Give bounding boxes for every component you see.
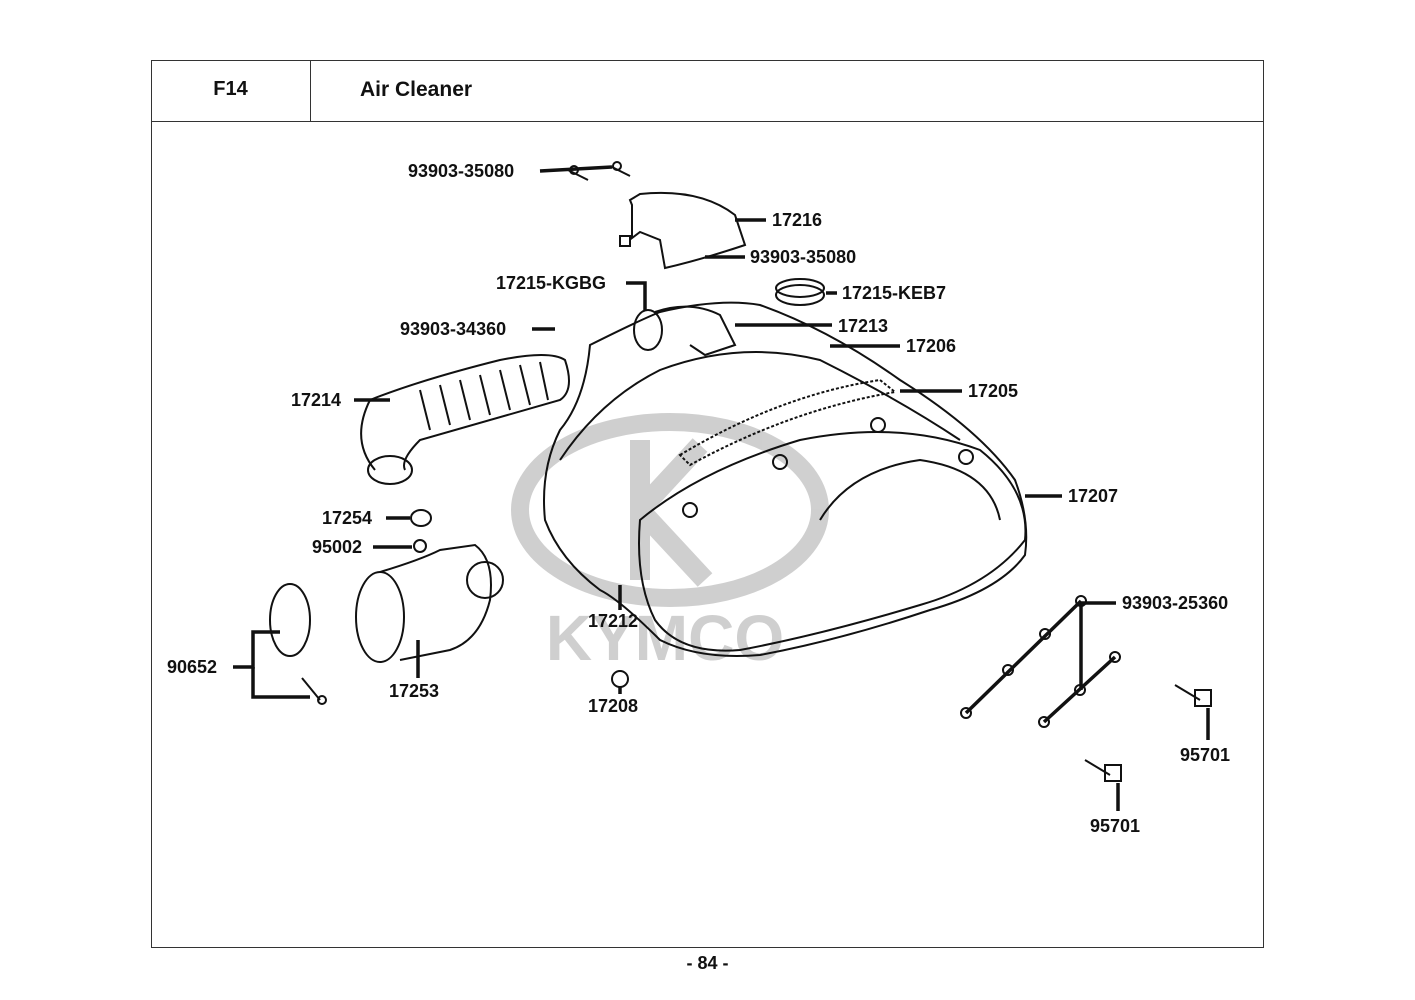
part-label: 93903-25360 [1122, 593, 1229, 613]
part-label: 17212 [588, 611, 639, 631]
bolt-95701 [1084, 759, 1122, 782]
intake-tube-17214 [360, 354, 570, 485]
air-cleaner-cover-17207 [638, 431, 1027, 652]
kymco-watermark-logo: KYMCO [511, 413, 829, 674]
part-label: 17208 [588, 696, 639, 716]
diagram-frame [151, 60, 1264, 948]
part-label: 93903-34360 [400, 319, 507, 339]
part-label: 17215-KGBG [496, 273, 607, 293]
part-label: 17216 [772, 210, 823, 230]
clamp-90652 [269, 583, 311, 657]
part-label: 95002 [312, 537, 363, 557]
part-label: 17207 [1068, 486, 1119, 506]
screw-icon [301, 677, 327, 705]
header-divider [151, 121, 1263, 122]
part-label: 90652 [167, 657, 218, 677]
part-label: 17206 [906, 336, 957, 356]
part-label: 17213 [838, 316, 889, 336]
part-label: 17253 [389, 681, 440, 701]
filter-element-17205 [678, 378, 898, 467]
cap-17254 [410, 509, 432, 527]
screw-set-93903-25360 [960, 595, 1121, 728]
figure-code: F14 [213, 78, 248, 100]
leader-lines [233, 165, 1210, 811]
part-label: 95701 [1180, 745, 1231, 765]
part-label: 95701 [1090, 816, 1141, 836]
screw-icon [611, 161, 631, 177]
grommet-17215-keb7 [775, 284, 825, 306]
duct-17213 [633, 309, 663, 351]
part-label: 17215-KEB7 [842, 283, 947, 303]
air-cleaner-case-17206 [543, 301, 1028, 657]
header-column-divider [310, 60, 311, 121]
part-label: 17214 [291, 390, 342, 410]
bolt-95701 [1174, 684, 1212, 707]
svg-text:KYMCO: KYMCO [546, 602, 784, 674]
cover-17216 [628, 191, 747, 270]
part-label: 17205 [968, 381, 1019, 401]
part-label: 93903-35080 [750, 247, 857, 267]
part-label: 17254 [322, 508, 373, 528]
clip-95002 [413, 539, 427, 553]
figure-title: Air Cleaner [360, 78, 473, 101]
intake-joint-17253 [355, 543, 504, 663]
page-number: - 84 - [686, 953, 729, 973]
part-label: 93903-35080 [408, 161, 515, 181]
